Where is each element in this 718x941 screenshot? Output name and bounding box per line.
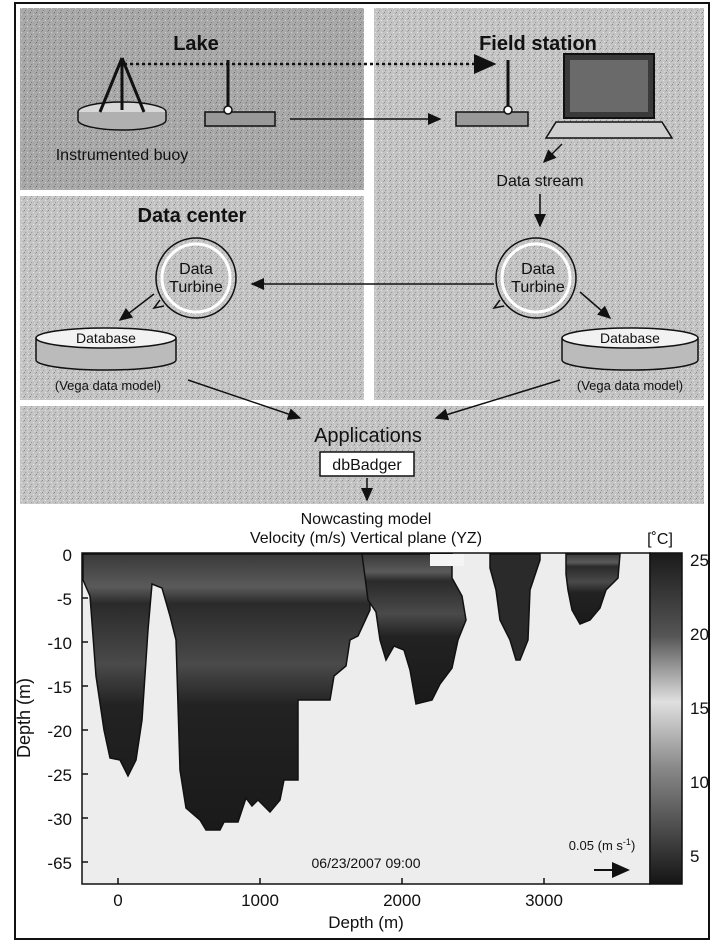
center-to-apps-arrow (187, 379, 302, 420)
colorbar (649, 552, 683, 885)
center-to-db-arrow (118, 293, 155, 321)
x-tick-0: 0 (113, 891, 122, 910)
x-tick-1: 1000 (241, 891, 279, 910)
scale-unit: (m s (598, 838, 624, 853)
center-database-label: Database (76, 330, 136, 346)
laptop-arrow (542, 143, 563, 164)
scale-value: 0.05 (569, 838, 594, 853)
instrumented-buoy-icon (77, 57, 167, 131)
instrumented-buoy-label: Instrumented buoy (56, 147, 189, 164)
x-axis-label: Depth (m) (328, 913, 404, 932)
y-tick-6: -30 (47, 810, 72, 829)
velocity-field (82, 553, 621, 831)
scale-exp: -1 (623, 837, 631, 847)
field-vega-label: (Vega data model) (577, 378, 683, 393)
field-turbine-label-1: Data (521, 261, 555, 278)
dbbadger-box (319, 451, 415, 477)
center-data-turbine-icon (152, 237, 237, 319)
lake-panel (20, 8, 364, 190)
y-tick-5: -25 (47, 766, 72, 785)
colorbar-tick-4: 5 (690, 847, 699, 866)
colorbar-tick-0: 25 (690, 551, 709, 570)
center-turbine-label-2: Turbine (169, 279, 223, 296)
scale-label: 0.05 (m s-1) (569, 837, 636, 853)
field-turbine-label-2: Turbine (511, 279, 565, 296)
x-axis-ticks (117, 878, 545, 884)
y-tick-7: -65 (47, 854, 72, 873)
laptop-icon (544, 53, 674, 139)
field-transmitter-icon (455, 60, 529, 127)
y-axis-ticks (82, 553, 88, 863)
colorbar-tick-1: 20 (690, 625, 709, 644)
center-vega-label: (Vega data model) (55, 378, 161, 393)
field-station-title: Field station (479, 33, 597, 55)
scale-close: ) (631, 838, 635, 853)
field-database-label: Database (600, 330, 660, 346)
y-tick-4: -20 (47, 722, 72, 741)
applications-title: Applications (314, 425, 422, 447)
colorbar-tick-2: 15 (690, 699, 709, 718)
field-to-apps-arrow (434, 379, 561, 421)
dbbadger-label: dbBadger (332, 457, 402, 474)
lake-transmitter-icon (204, 60, 276, 127)
x-tick-3: 3000 (525, 891, 563, 910)
field-to-db-arrow (579, 291, 612, 319)
center-database-icon (35, 327, 177, 371)
field-data-turbine-icon (492, 237, 577, 319)
timestamp-label: 06/23/2007 09:00 (312, 855, 421, 871)
center-turbine-label-1: Data (179, 261, 213, 278)
y-axis-label: Depth (m) (14, 678, 34, 758)
x-tick-2: 2000 (383, 891, 421, 910)
colorbar-unit: [˚C] (647, 531, 673, 548)
chart-subtitle: Velocity (m/s) Vertical plane (YZ) (250, 530, 482, 547)
colorbar-tick-3: 10 (690, 773, 709, 792)
lake-title: Lake (173, 33, 219, 55)
chart-title: Nowcasting model (301, 511, 432, 528)
field-database-icon (561, 327, 699, 371)
y-tick-1: -5 (57, 590, 72, 609)
y-tick-0: 0 (63, 546, 72, 565)
y-tick-2: -10 (47, 634, 72, 653)
y-tick-3: -15 (47, 678, 72, 697)
data-stream-label: Data stream (496, 173, 583, 190)
data-center-title: Data center (138, 205, 247, 227)
